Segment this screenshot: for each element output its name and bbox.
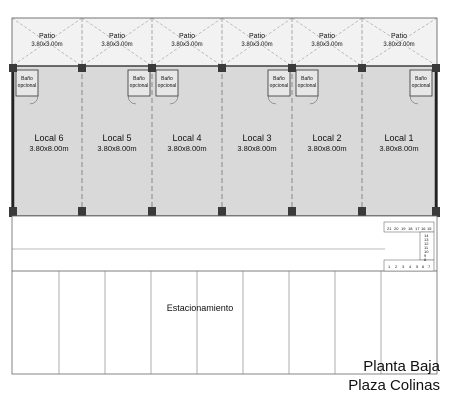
local-name: Local 3 xyxy=(242,133,271,143)
patio-size: 3.80x3.00m xyxy=(31,42,62,48)
stair-number: 19 xyxy=(401,226,406,231)
stair-number: 4 xyxy=(409,264,412,269)
bath-label: opcional xyxy=(158,83,177,89)
plan-title: Planta Baja xyxy=(363,358,440,375)
locales-area xyxy=(11,65,438,217)
local-name: Local 5 xyxy=(102,133,131,143)
patio-label: Patio xyxy=(109,33,125,40)
bath-label: Baño xyxy=(161,76,173,82)
patio-size: 3.80x3.00m xyxy=(101,42,132,48)
bath-label: Baño xyxy=(133,76,145,82)
patio-size: 3.80x3.00m xyxy=(171,42,202,48)
stair-number: 20 xyxy=(394,226,399,231)
stair-number: 6 xyxy=(422,264,425,269)
bath-label: Baño xyxy=(301,76,313,82)
bath-label: Baño xyxy=(21,76,33,82)
bath-label: Baño xyxy=(415,76,427,82)
stair-numbers: 21 20 19 18 17 16 15 14 13 12 11 10 9 8 … xyxy=(387,226,432,269)
patio-label: Patio xyxy=(249,33,265,40)
plan-subtitle: Plaza Colinas xyxy=(348,377,440,394)
local-size: 3.80x8.00m xyxy=(97,144,136,153)
patio-size: 3.80x3.00m xyxy=(311,42,342,48)
stair-number: 18 xyxy=(408,226,413,231)
bath-label: opcional xyxy=(298,83,317,89)
patio-size: 3.80x3.00m xyxy=(383,42,414,48)
patio-label: Patio xyxy=(179,33,195,40)
parking-label: Estacionamiento xyxy=(167,303,234,313)
parking-stalls xyxy=(58,271,382,374)
stair-number: 12 xyxy=(424,241,429,246)
bath-label: opcional xyxy=(130,83,149,89)
stair-number: 21 xyxy=(387,226,392,231)
stair-number: 17 xyxy=(415,226,420,231)
stair-number: 7 xyxy=(428,264,431,269)
local-size: 3.80x8.00m xyxy=(379,144,418,153)
patio-size: 3.80x3.00m xyxy=(241,42,272,48)
patio-dividers xyxy=(81,18,363,66)
patio-label: Patio xyxy=(319,33,335,40)
staircase xyxy=(383,221,435,272)
bathrooms xyxy=(15,69,433,105)
local-size: 3.80x8.00m xyxy=(237,144,276,153)
local-name: Local 4 xyxy=(172,133,201,143)
local-dividers xyxy=(81,66,363,216)
stair-number: 15 xyxy=(427,226,432,231)
stair-number: 5 xyxy=(416,264,419,269)
patio-band xyxy=(11,17,438,67)
parking-area xyxy=(11,215,438,375)
bath-label: opcional xyxy=(270,83,289,89)
local-size: 3.80x8.00m xyxy=(167,144,206,153)
stair-number: 2 xyxy=(395,264,398,269)
bath-label: opcional xyxy=(412,83,431,89)
stair-number: 1 xyxy=(388,264,391,269)
local-size: 3.80x8.00m xyxy=(307,144,346,153)
patio-labels: Patio 3.80x3.00m Patio 3.80x3.00m Patio … xyxy=(31,33,414,48)
local-name: Local 6 xyxy=(34,133,63,143)
stair-number: 3 xyxy=(402,264,405,269)
stair-number: 9 xyxy=(424,253,427,258)
patio-label: Patio xyxy=(39,33,55,40)
patio-label: Patio xyxy=(391,33,407,40)
local-name: Local 2 xyxy=(312,133,341,143)
bath-label: Baño xyxy=(273,76,285,82)
local-name: Local 1 xyxy=(384,133,413,143)
stair-number: 13 xyxy=(424,237,429,242)
stair-number: 11 xyxy=(424,245,429,250)
bath-label: opcional xyxy=(18,83,37,89)
stair-number: 10 xyxy=(424,249,429,254)
stair-number: 14 xyxy=(424,233,429,238)
local-size: 3.80x8.00m xyxy=(29,144,68,153)
local-labels: Local 6 3.80x8.00m Local 5 3.80x8.00m Lo… xyxy=(29,133,418,153)
patio-guides xyxy=(11,17,438,67)
stair-number: 16 xyxy=(421,226,426,231)
columns xyxy=(9,64,440,217)
bath-labels: Baño opcional Baño opcional Baño opciona… xyxy=(18,76,431,89)
stair-number: 8 xyxy=(424,257,427,262)
